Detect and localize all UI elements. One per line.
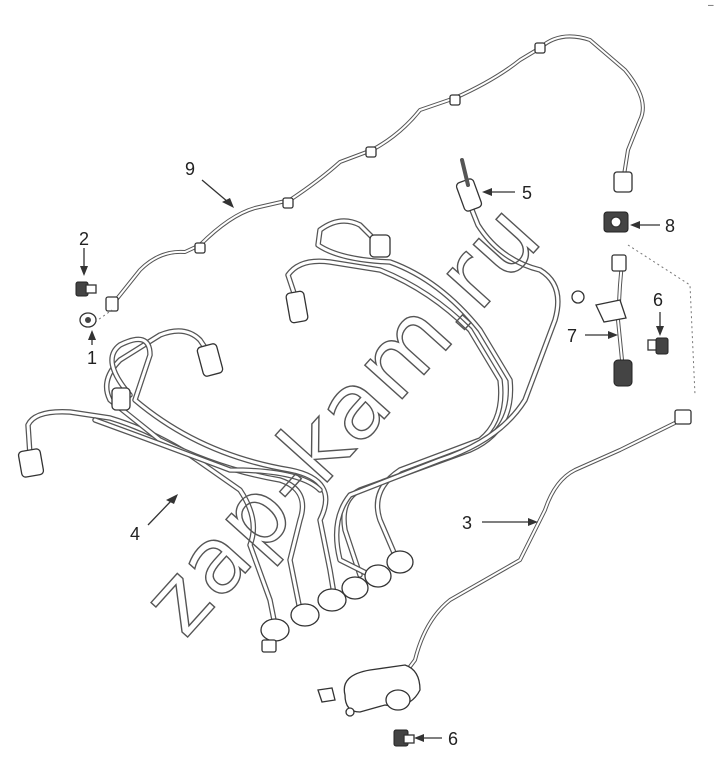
callout-label-7: 7 [567, 326, 577, 346]
return-pipe-joint [282, 197, 294, 209]
injector-fitting [369, 234, 391, 258]
injector-fitting [455, 178, 483, 212]
bolt-6-right [647, 337, 669, 355]
guide-line [94, 309, 113, 323]
pump-outlet-nuts [260, 550, 414, 653]
return-pipe-9 [105, 34, 645, 312]
pipe-7-clamp [595, 299, 627, 323]
pipe-3 [343, 409, 692, 717]
callout-label-3: 3 [462, 513, 472, 533]
pipe-7 [595, 254, 633, 387]
return-pipe-joint [449, 94, 461, 106]
callout-label-2: 2 [79, 229, 89, 249]
injector-fitting [196, 343, 224, 377]
callout-label-6-right: 6 [653, 290, 663, 310]
callout-label-1: 1 [87, 348, 97, 368]
injector-fitting [285, 290, 309, 324]
guide-line [627, 244, 696, 396]
callout-label-8: 8 [665, 216, 675, 236]
injector-fitting [111, 387, 131, 411]
callout-label-6-bottom: 6 [448, 729, 458, 749]
washer [317, 687, 336, 703]
injector-fitting [17, 448, 45, 478]
callout-label-9: 9 [185, 159, 195, 179]
callout-arrows [80, 179, 664, 742]
bolt-2 [75, 281, 97, 297]
return-pipe-joint [365, 146, 377, 158]
callout-label-4: 4 [130, 524, 140, 544]
return-pipe-end-fitting [105, 296, 119, 312]
fitting-5 [460, 158, 470, 187]
return-pipe-joint [194, 242, 206, 254]
bolt-6-bottom [393, 729, 415, 747]
return-pipe-banjo-fitting [613, 171, 633, 193]
callout-label-5: 5 [522, 183, 532, 203]
washer [571, 290, 585, 304]
corner-mark: – [708, 0, 714, 11]
return-pipe-joint [534, 42, 546, 54]
injection-pipe-bundle-4 [17, 178, 561, 653]
pipe-7-end-fitting [613, 359, 633, 387]
banjo-8 [603, 211, 629, 233]
washer-1 [79, 312, 97, 328]
